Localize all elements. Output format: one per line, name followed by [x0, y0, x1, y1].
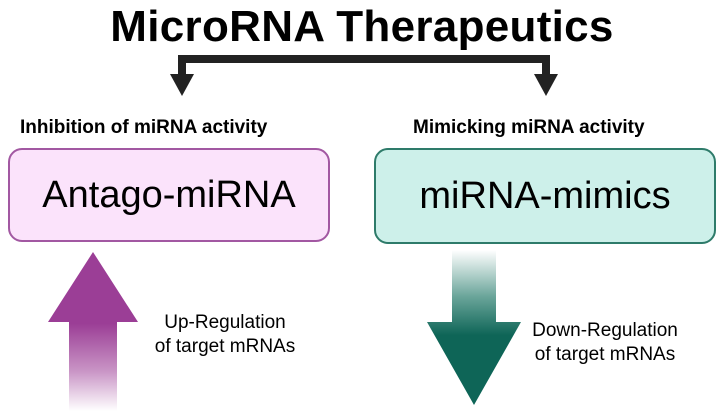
- down-regulation-arrow: [427, 250, 521, 405]
- antago-mirna-label: Antago-miRNA: [42, 173, 296, 216]
- diagram-title: MicroRNA Therapeutics: [110, 2, 614, 51]
- antago-mirna-box: Antago-miRNA: [8, 148, 330, 242]
- left-branch-subtitle: Inhibition of miRNA activity: [20, 117, 268, 138]
- right-connector-arrowhead: [534, 74, 558, 96]
- up-caption-line1: Up-Regulation: [164, 312, 286, 333]
- mirna-mimics-label: miRNA-mimics: [419, 174, 671, 217]
- down-caption-line2: of target mRNAs: [534, 344, 676, 365]
- up-regulation-arrow: [48, 252, 138, 411]
- right-branch-subtitle: Mimicking miRNA activity: [413, 117, 645, 138]
- down-caption-line1: Down-Regulation: [532, 320, 678, 341]
- mirna-mimics-box: miRNA-mimics: [374, 148, 716, 244]
- up-caption-line2: of target mRNAs: [154, 336, 296, 357]
- branch-connector: [170, 55, 558, 96]
- up-regulation-caption: Up-Regulation of target mRNAs: [150, 311, 300, 359]
- down-regulation-caption: Down-Regulation of target mRNAs: [520, 319, 690, 367]
- left-connector-arrowhead: [170, 74, 194, 96]
